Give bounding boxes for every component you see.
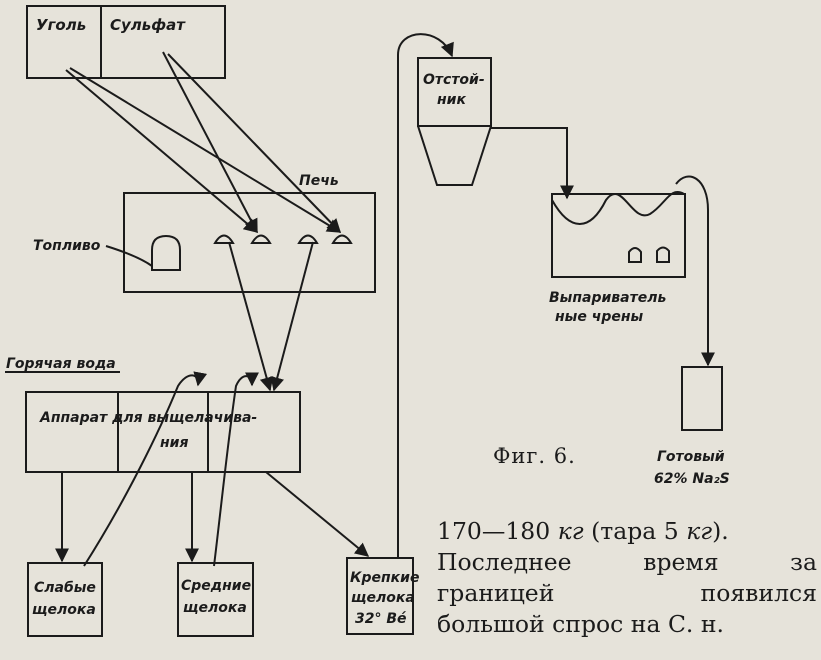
flow-to-strong-liquor <box>265 471 370 557</box>
flow-coal-to-port-4 <box>69 67 342 233</box>
settler-cone <box>417 125 492 186</box>
settler-tank <box>417 57 492 127</box>
flow-melt-1 <box>228 241 274 392</box>
furnace-port-4-icon <box>331 234 353 244</box>
coal-sulfate-box <box>26 5 226 79</box>
flow-weak-recycle <box>83 371 208 567</box>
coal-label: Уголь <box>36 16 86 34</box>
flow-settler-to-evaporator <box>491 127 574 200</box>
flow-sulfate-to-port-2 <box>162 51 258 234</box>
sulfate-label: Сульфат <box>110 16 186 34</box>
medium-liquor-label-line2: щелока <box>183 600 247 616</box>
flow-sulfate-to-port-4 <box>167 53 341 234</box>
strong-liquor-label-line1: Крепкие <box>350 570 419 586</box>
strong-liquor-label-line2: щелока <box>351 590 415 606</box>
body-line-3: границей появился <box>437 579 817 607</box>
fuel-label: Топливо <box>33 238 101 254</box>
strong-liquor-tank <box>346 557 414 635</box>
medium-liquor-tank <box>177 562 254 637</box>
body-line-1: 170—180 кг (тара 5 кг). <box>437 517 729 545</box>
body-line-4: большой спрос на С. н. <box>437 610 724 638</box>
finished-product-container <box>681 366 723 431</box>
body-text: 170—180 кг (тара 5 кг). Последнее время … <box>437 516 817 640</box>
furnace-port-2-icon <box>250 234 272 244</box>
evaporator-label-line2: ные чрены <box>555 309 644 325</box>
flow-coal-to-port-2 <box>65 69 259 233</box>
flow-melt-2 <box>270 241 314 392</box>
leaching-label-line1: Аппарат для выщелачива- <box>39 410 257 426</box>
body-line-2: Последнее время за <box>437 548 817 576</box>
furnace-port-3-icon <box>297 234 319 244</box>
fuel-pointer <box>105 245 153 267</box>
evaporation-pans-box <box>551 193 686 278</box>
evaporator-label-line1: Выпариватель <box>549 290 666 306</box>
hot-water-label: Горячая вода <box>6 356 116 372</box>
flow-medium-recycle <box>213 372 259 567</box>
settler-label-line2: ник <box>437 92 466 108</box>
furnace-box <box>123 192 376 293</box>
medium-liquor-label-line1: Средние <box>181 578 251 594</box>
furnace-port-1-icon <box>213 234 235 244</box>
finished-product-label-line2: 62% Na₂S <box>654 471 730 487</box>
figure-caption: Фиг. 6. <box>493 444 576 468</box>
settler-label-line1: Отстой- <box>423 72 485 88</box>
leaching-apparatus-box <box>25 391 301 473</box>
weak-liquor-label-line2: щелока <box>32 602 96 618</box>
leaching-label-line2: ния <box>160 435 188 451</box>
finished-product-label-line1: Готовый <box>657 449 725 465</box>
flow-strong-to-settler <box>397 33 454 558</box>
strong-liquor-label-line3: 32° Bé <box>355 611 407 627</box>
flow-evaporator-to-product <box>675 175 715 367</box>
evap-heater-1-icon <box>628 247 642 263</box>
weak-liquor-tank <box>27 562 103 637</box>
weak-liquor-label-line1: Слабые <box>34 580 96 596</box>
evap-heater-2-icon <box>656 246 670 263</box>
fuel-firebox-icon <box>151 234 181 271</box>
furnace-label: Печь <box>299 173 339 189</box>
evaporation-wave <box>551 191 685 225</box>
